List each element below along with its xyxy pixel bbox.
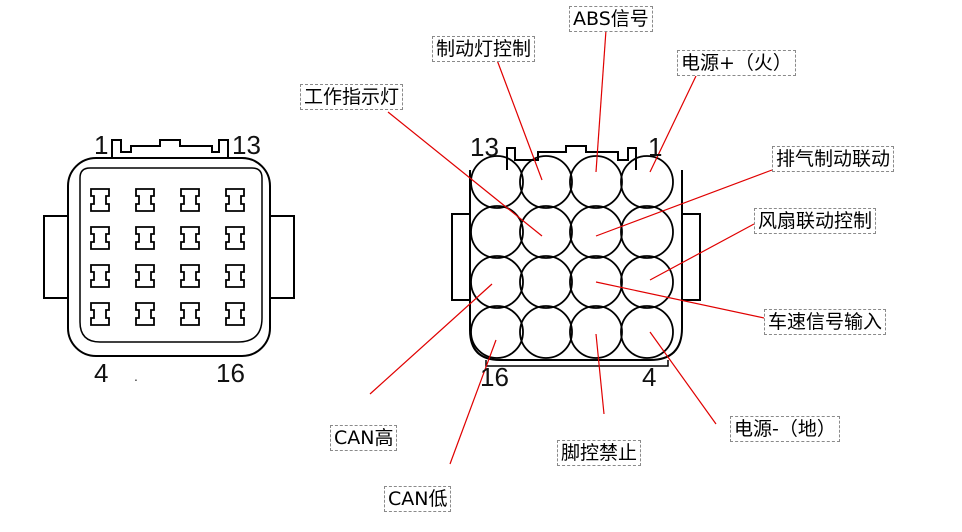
pin-cavity [569,305,623,359]
leader-brake-light-control [496,59,543,181]
left-pin-1-number: 1 [94,130,109,160]
left-slot [135,188,155,212]
leader-lines [369,29,773,465]
leader-work-indicator-light [387,111,543,237]
left-slot [225,188,245,212]
right-bottom-lip [485,360,669,367]
label-abs-signal: ABS信号 [569,6,653,32]
right-connector-body [469,170,683,361]
left-slot [180,264,200,288]
left-side-tab-right [270,215,295,299]
leader-fan-link-control [649,223,755,281]
pin-cavity [620,305,674,359]
right-pin-16-number: 16 [480,362,509,392]
left-slot [180,188,200,212]
leader-foot-control-disable [595,333,605,415]
leader-vehicle-speed-input [595,281,765,319]
right-latch [506,145,637,170]
right-connector [451,145,701,367]
left-pin-16-number: 16 [216,358,245,388]
right-pin-grid [470,155,674,359]
pin-cavity [620,155,674,209]
pin-cavity [519,205,573,259]
left-connector-inner-outline [79,167,263,343]
stray-dot: . [134,368,138,384]
right-right-tab [682,213,701,301]
pin-cavity [519,155,573,209]
left-slot [90,188,110,212]
label-can-low: CAN低 [384,486,452,512]
label-power-negative: 电源-（地） [730,416,840,442]
pin-cavity [519,305,573,359]
label-vehicle-speed-input: 车速信号输入 [764,309,887,335]
label-fan-link-control: 风扇联动控制 [754,208,877,234]
left-latch [111,139,229,158]
right-left-tab [451,213,470,301]
left-slot [180,302,200,326]
label-can-high: CAN高 [330,425,398,451]
left-slot [135,226,155,250]
leader-abs-signal [595,29,607,173]
left-slot [225,302,245,326]
left-slot [225,226,245,250]
label-foot-control-disable: 脚控禁止 [557,440,642,466]
pin-cavity [569,155,623,209]
left-slot [90,302,110,326]
label-brake-light-control: 制动灯控制 [432,36,536,62]
leader-power-positive [649,75,697,173]
left-slot-grid [90,188,245,326]
left-side-tab [43,215,68,299]
pin-cavity [569,205,623,259]
left-slot [135,264,155,288]
left-slot [90,226,110,250]
right-pin-1-number: 1 [648,132,663,162]
label-work-indicator-light: 工作指示灯 [300,84,404,110]
left-connector [43,139,295,357]
pin-cavity [470,255,524,309]
pin-cavity [470,205,524,259]
left-slot [135,302,155,326]
left-connector-body [67,157,271,357]
leader-can-high [369,283,493,395]
label-exhaust-brake-link: 排气制动联动 [772,146,895,172]
label-power-positive: 电源+（火） [677,50,796,76]
pin-cavity [569,255,623,309]
left-slot [90,264,110,288]
left-pin-13-number: 13 [232,130,261,160]
pin-cavity [620,255,674,309]
left-slot [225,264,245,288]
leader-can-low [449,339,497,465]
right-pin-4-number: 4 [642,362,657,392]
pin-cavity [620,205,674,259]
pin-cavity [519,255,573,309]
left-slot [180,226,200,250]
pin-cavity [470,305,524,359]
pin-cavity [470,155,524,209]
right-pin-13-number: 13 [470,132,499,162]
left-pin-4-number: 4 [94,358,109,388]
leader-power-negative [649,331,717,425]
leader-exhaust-brake-link [595,169,773,237]
